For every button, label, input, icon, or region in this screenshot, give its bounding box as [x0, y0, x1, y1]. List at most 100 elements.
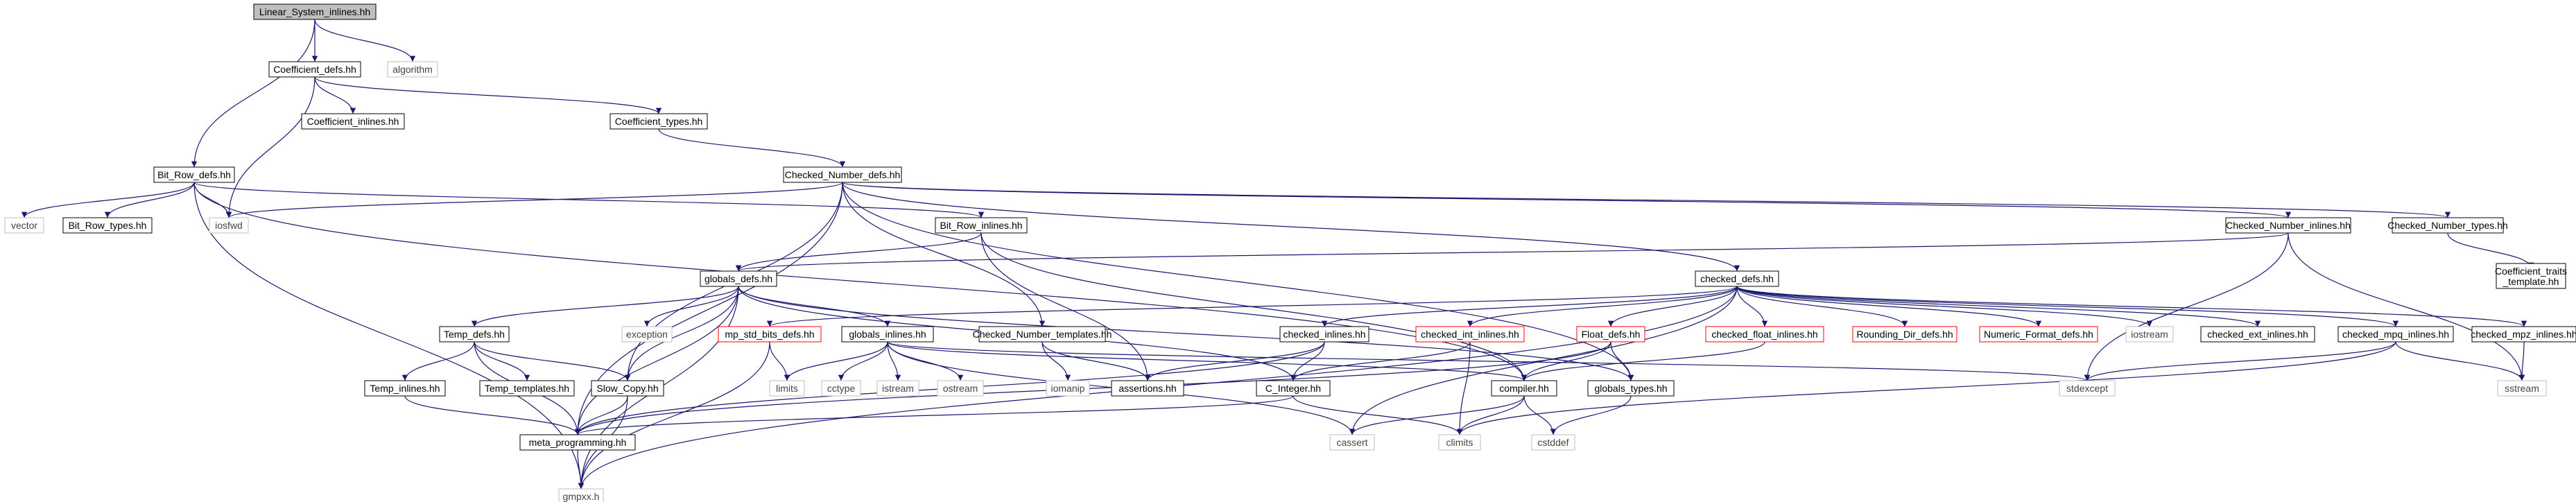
node-checked_number_types[interactable]: Checked_Number_types.hh — [2387, 217, 2508, 234]
node-label: Coefficient_inlines.hh — [307, 116, 399, 127]
node-box — [2392, 217, 2504, 234]
node-box — [1111, 380, 1184, 397]
node-globals_defs[interactable]: globals_defs.hh — [700, 270, 777, 287]
node-mp_std_bits_defs[interactable]: mp_std_bits_defs.hh — [718, 326, 822, 343]
node-box — [1979, 326, 2098, 343]
node-gmpxx: gmpxx.h — [558, 488, 604, 502]
node-bit_row_inlines[interactable]: Bit_Row_inlines.hh — [935, 217, 1028, 234]
edge-checked_defs-to-checked_mpz_inlines — [1736, 286, 2527, 327]
node-checked_number_defs[interactable]: Checked_Number_defs.hh — [783, 166, 902, 183]
edge-checked_number_templates-to-assertions — [1041, 341, 1151, 381]
node-bit_row_types[interactable]: Bit_Row_types.hh — [62, 217, 153, 234]
node-checked_float_inlines[interactable]: checked_float_inlines.hh — [1705, 326, 1824, 343]
node-label: cstddef — [1537, 437, 1568, 448]
node-box — [621, 326, 673, 343]
node-istream: istream — [876, 380, 919, 397]
node-box — [783, 166, 902, 183]
edge-layer — [21, 19, 2534, 490]
node-meta_programming[interactable]: meta_programming.hh — [519, 434, 636, 451]
edge-globals_inlines-to-stdexcept — [887, 341, 2090, 381]
node-bit_row_defs[interactable]: Bit_Row_defs.hh — [153, 166, 235, 183]
edge-checked_defs-to-checked_float_inlines — [1736, 286, 1768, 327]
node-box — [558, 488, 604, 502]
node-assertions[interactable]: assertions.hh — [1111, 380, 1184, 397]
node-checked_int_inlines[interactable]: checked_int_inlines.hh — [1415, 326, 1525, 343]
node-coefficient_traits_template[interactable]: Coefficient_traits_template.hh — [2495, 263, 2567, 289]
node-label: Checked_Number_defs.hh — [785, 169, 901, 180]
edge-globals_inlines-to-ostream — [887, 341, 964, 381]
node-globals_types[interactable]: globals_types.hh — [1587, 380, 1675, 397]
node-checked_mpq_inlines[interactable]: checked_mpq_inlines.hh — [2337, 326, 2454, 343]
node-label: Temp_defs.hh — [444, 329, 505, 340]
node-iostream: iostream — [2125, 326, 2174, 343]
node-label: Coefficient_defs.hh — [273, 64, 356, 75]
node-c_integer[interactable]: C_Integer.hh — [1256, 380, 1331, 397]
node-label: ostream — [943, 383, 978, 394]
edge-checked_number_inlines-to-stdexcept — [2084, 232, 2289, 381]
node-globals_inlines[interactable]: globals_inlines.hh — [841, 326, 934, 343]
node-ostream: ostream — [937, 380, 984, 397]
node-checked_ext_inlines[interactable]: checked_ext_inlines.hh — [2200, 326, 2315, 343]
node-box — [1279, 326, 1369, 343]
node-box — [4, 217, 44, 234]
node-label: Slow_Copy.hh — [596, 383, 658, 394]
edge-checked_number_defs-to-checked_number_templates — [842, 182, 1046, 327]
node-linear_system_inlines[interactable]: Linear_System_inlines.hh — [253, 3, 377, 20]
node-label: compiler.hh — [1499, 383, 1549, 394]
edge-bit_row_defs-to-vector — [21, 182, 195, 218]
edge-coefficient_defs-to-coefficient_types — [314, 76, 662, 114]
node-box — [1695, 270, 1779, 287]
node-stdexcept: stdexcept — [2059, 380, 2116, 397]
edge-coefficient_types-to-checked_number_defs — [658, 128, 846, 168]
node-label: limits — [776, 383, 798, 394]
node-rounding_dir_defs[interactable]: Rounding_Dir_defs.hh — [1852, 326, 1957, 343]
edge-temp_defs-to-temp_inlines — [401, 341, 475, 381]
edge-checked_number_defs-to-checked_number_inlines — [842, 182, 2291, 218]
node-compiler[interactable]: compiler.hh — [1491, 380, 1557, 397]
edge-checked_number_inlines-to-globals_defs — [736, 232, 2289, 272]
node-coefficient_inlines[interactable]: Coefficient_inlines.hh — [301, 113, 405, 130]
edge-checked_defs-to-numeric_format_defs — [1736, 286, 2042, 327]
edge-checked_defs-to-checked_inlines — [1321, 286, 1738, 327]
node-box — [2125, 326, 2174, 343]
node-float_defs[interactable]: Float_defs.hh — [1576, 326, 1645, 343]
node-coefficient_defs[interactable]: Coefficient_defs.hh — [268, 61, 361, 78]
node-label: istream — [882, 383, 914, 394]
node-cassert: cassert — [1329, 434, 1375, 451]
node-slow_copy[interactable]: Slow_Copy.hh — [591, 380, 664, 397]
node-checked_defs[interactable]: checked_defs.hh — [1695, 270, 1779, 287]
node-box — [591, 380, 664, 397]
edge-c_integer-to-climits — [1293, 395, 1463, 435]
node-label: Checked_Number_templates.hh — [973, 329, 1112, 340]
edge-globals_defs-to-exception — [643, 286, 739, 327]
node-checked_mpz_inlines[interactable]: checked_mpz_inlines.hh — [2471, 326, 2576, 343]
node-box — [2225, 217, 2351, 234]
node-label: sstream — [2505, 383, 2539, 394]
node-label: assertions.hh — [1118, 383, 1176, 394]
node-label: meta_programming.hh — [529, 437, 627, 448]
node-box — [2497, 380, 2547, 397]
edge-checked_number_templates-to-iomanip — [1041, 341, 1071, 381]
edge-globals_defs-to-globals_inlines — [738, 286, 891, 327]
edge-checked_defs-to-iostream — [1736, 286, 2153, 327]
node-checked_number_templates[interactable]: Checked_Number_templates.hh — [973, 326, 1112, 343]
node-temp_templates[interactable]: Temp_templates.hh — [479, 380, 575, 397]
node-numeric_format_defs[interactable]: Numeric_Format_defs.hh — [1979, 326, 2098, 343]
node-checked_inlines[interactable]: checked_inlines.hh — [1279, 326, 1369, 343]
node-temp_defs[interactable]: Temp_defs.hh — [439, 326, 510, 343]
node-box — [209, 217, 249, 234]
edge-temp_defs-to-temp_templates — [474, 341, 530, 381]
node-coefficient_types[interactable]: Coefficient_types.hh — [610, 113, 708, 130]
node-label: Temp_inlines.hh — [370, 383, 440, 394]
edge-float_defs-to-globals_types — [1610, 341, 1634, 381]
edge-compiler-to-cassert — [1349, 395, 1525, 435]
edge-checked_defs-to-checked_mpq_inlines — [1736, 286, 2398, 327]
node-temp_inlines[interactable]: Temp_inlines.hh — [364, 380, 446, 397]
node-checked_number_inlines[interactable]: Checked_Number_inlines.hh — [2225, 217, 2351, 234]
node-box — [1531, 434, 1575, 451]
node-iosfwd: iosfwd — [209, 217, 249, 234]
edge-compiler-to-climits — [1456, 395, 1525, 435]
node-box — [301, 113, 405, 130]
node-exception: exception — [621, 326, 673, 343]
node-box — [479, 380, 575, 397]
